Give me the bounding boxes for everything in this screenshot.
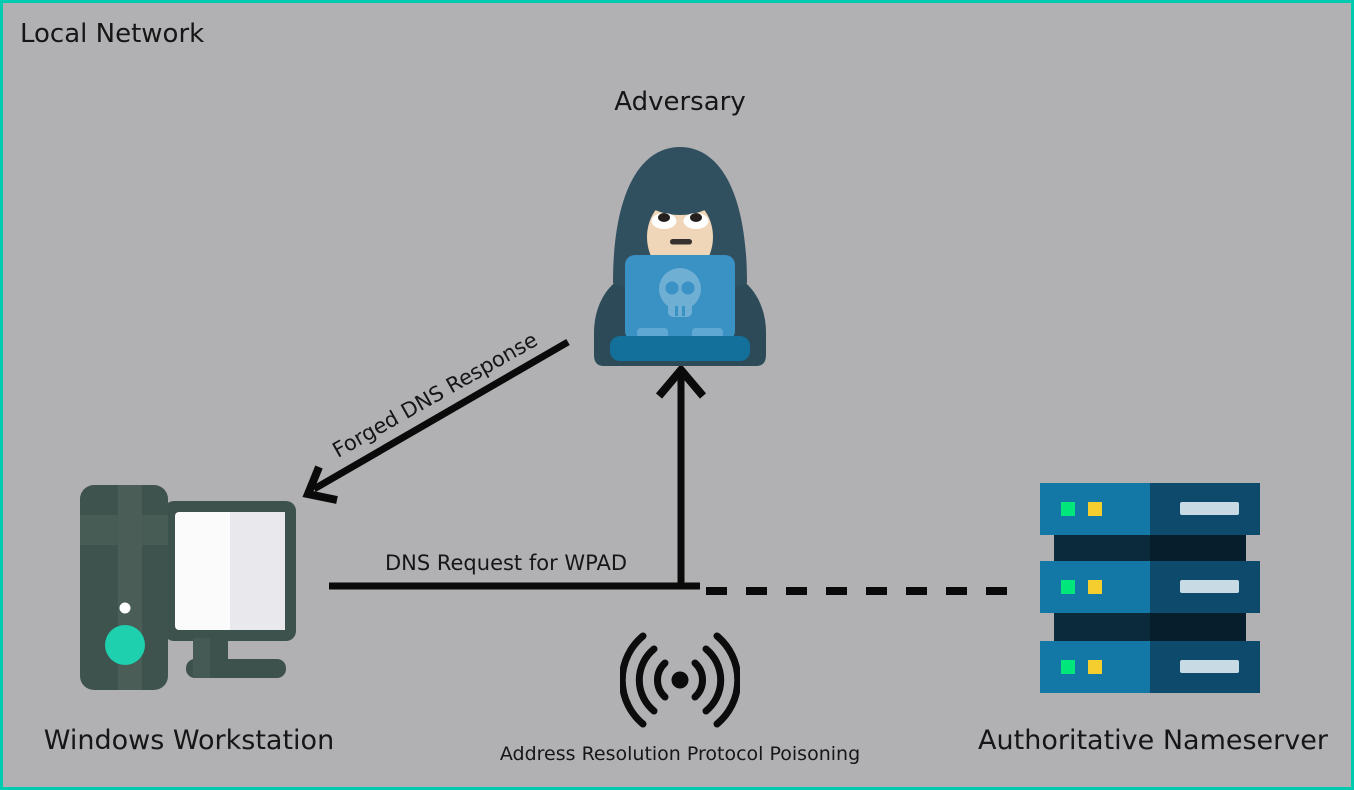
forged-dns-arrow [302, 338, 570, 504]
server-spacer [1054, 531, 1246, 645]
server-unit [1040, 483, 1260, 535]
forged-dns-response-edge-label: Forged DNS Response [328, 327, 542, 463]
hooded-hacker-laptop-icon [594, 147, 766, 366]
desktop-computer-icon [80, 485, 296, 690]
server-rack-icon [1040, 483, 1260, 693]
diagram-title: Local Network [20, 19, 205, 49]
server-unit [1040, 641, 1260, 693]
radio-signal-icon [620, 632, 740, 728]
arp-poisoning-label: Address Resolution Protocol Poisoning [499, 743, 861, 765]
nameserver-label: Authoritative Nameserver [978, 725, 1328, 756]
workstation-label: Windows Workstation [43, 725, 335, 756]
adversary-label: Adversary [614, 87, 746, 117]
dns-request-edge-label: DNS Request for WPAD [384, 551, 628, 575]
server-unit [1040, 561, 1260, 613]
